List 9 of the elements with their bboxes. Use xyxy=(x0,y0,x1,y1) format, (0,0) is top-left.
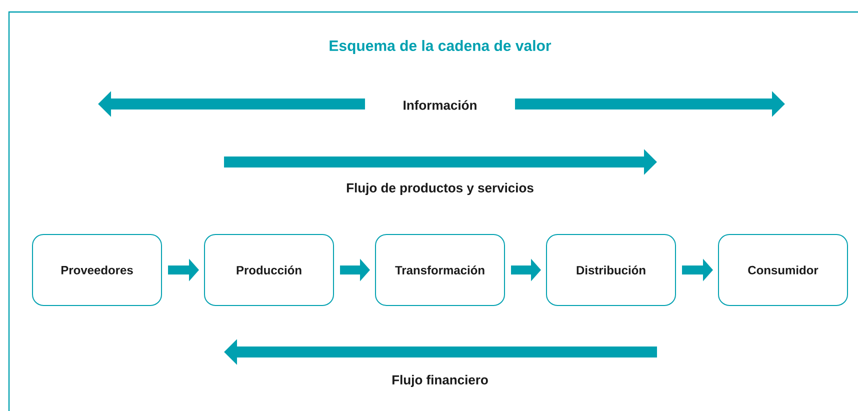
flow-label: Información xyxy=(404,100,476,110)
process-box: Distribución xyxy=(546,234,676,306)
process-box: Transformación xyxy=(375,234,505,306)
process-box: Consumidor xyxy=(718,234,848,306)
process-box: Producción xyxy=(204,234,334,306)
process-box: Proveedores xyxy=(32,234,162,306)
title: Esquema de la cadena de valor xyxy=(330,40,552,54)
flow-label: Flujo de productos y servicios xyxy=(346,182,534,196)
flow-label: Flujo financiero xyxy=(392,374,488,388)
